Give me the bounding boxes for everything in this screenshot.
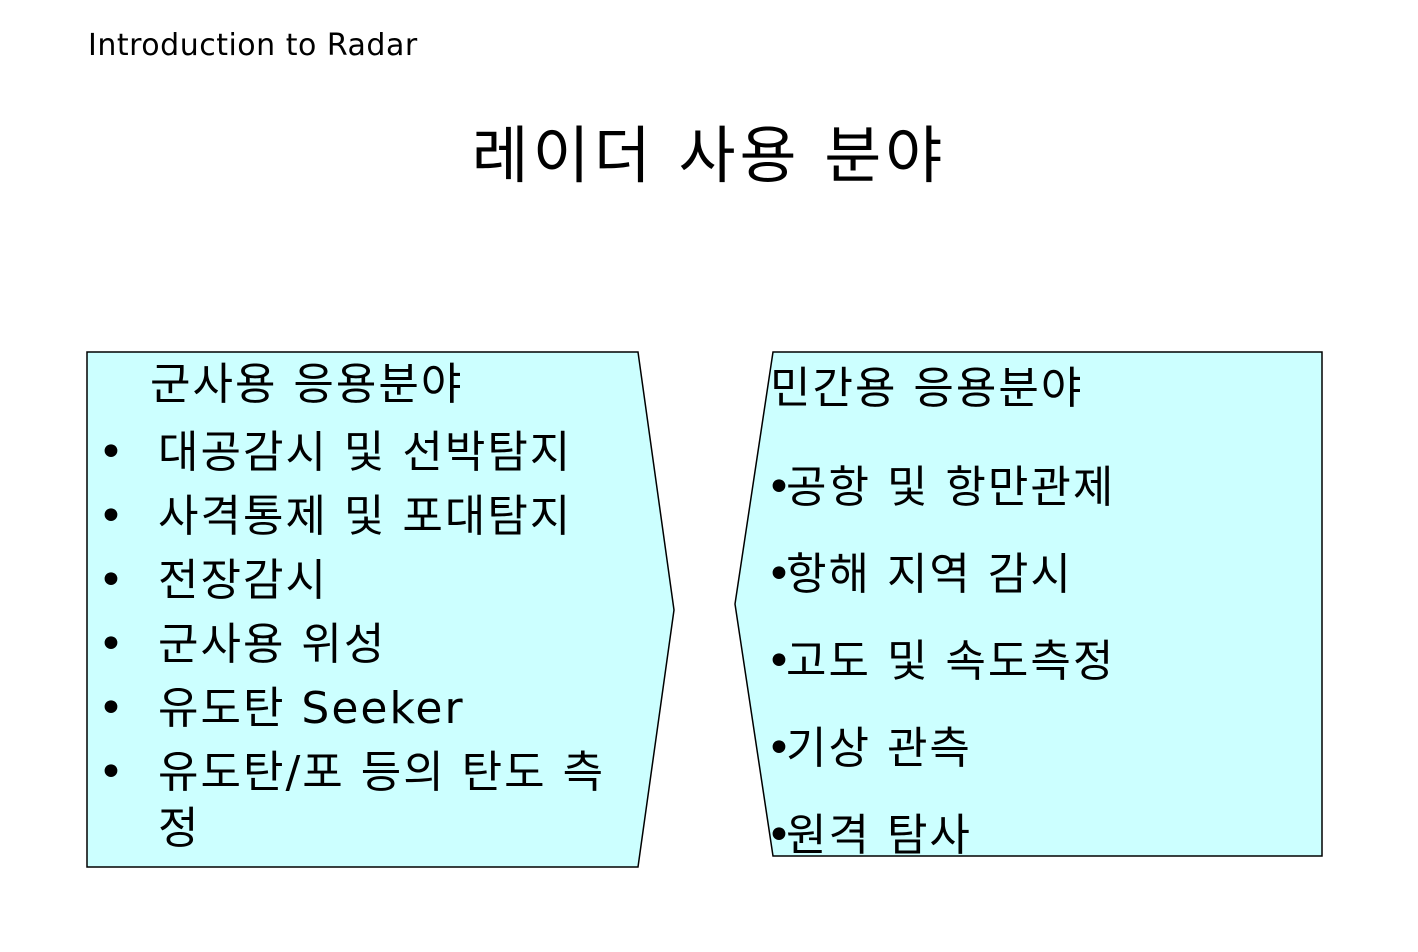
bullet-icon: • [98, 555, 126, 606]
list-item: •항해 지역 감시 [766, 531, 1115, 618]
list-item: • 유도탄 Seeker [98, 677, 638, 741]
list-item: • 사격통제 및 포대탐지 [98, 485, 638, 549]
bullet-icon: • [766, 810, 794, 861]
bullet-icon: • [766, 723, 794, 774]
list-item-label: 전장감시 [158, 555, 328, 606]
left-arrow-box [86, 351, 675, 868]
bullet-icon: • [98, 491, 126, 542]
list-item: •원격 탐사 [766, 792, 1115, 879]
list-item: •고도 및 속도측정 [766, 618, 1115, 705]
slide-title: 레이더 사용 분야 [471, 119, 947, 192]
list-item-label: 공항 및 항만관제 [786, 462, 1116, 513]
military-applications-list: • 대공감시 및 선박탐지 • 사격통제 및 포대탐지 • 전장감시 • 군사용… [98, 421, 638, 857]
list-item: • 군사용 위성 [98, 613, 638, 677]
bullet-icon: • [98, 619, 126, 670]
list-item-label: 항해 지역 감시 [786, 549, 1073, 600]
list-item: •기상 관측 [766, 705, 1115, 792]
bullet-icon: • [98, 427, 126, 478]
list-item-label: 유도탄/포 등의 탄도 측정 [158, 747, 606, 854]
list-item-label: 원격 탐사 [786, 810, 972, 861]
list-item-label: 군사용 위성 [158, 619, 387, 670]
list-item-label: 기상 관측 [786, 723, 972, 774]
list-item: • 전장감시 [98, 549, 638, 613]
civilian-applications-heading: 민간용 응용분야 [770, 363, 1084, 414]
list-item-label: 사격통제 및 포대탐지 [158, 491, 573, 542]
list-item: •공항 및 항만관제 [766, 444, 1115, 531]
list-item: • 대공감시 및 선박탐지 [98, 421, 638, 485]
right-arrow-box [734, 351, 1323, 857]
list-item-label: 고도 및 속도측정 [786, 636, 1116, 687]
military-applications-heading: 군사용 응용분야 [150, 359, 464, 410]
bullet-icon: • [766, 462, 794, 513]
list-item-label: 유도탄 Seeker [158, 683, 465, 734]
list-item-label: 대공감시 및 선박탐지 [158, 427, 573, 478]
bullet-icon: • [98, 683, 126, 734]
bullet-icon: • [98, 747, 126, 798]
bullet-icon: • [766, 636, 794, 687]
slide-header: Introduction to Radar [88, 28, 418, 63]
bullet-icon: • [766, 549, 794, 600]
list-item: • 유도탄/포 등의 탄도 측정 [98, 741, 638, 857]
civilian-applications-list: •공항 및 항만관제 •항해 지역 감시 •고도 및 속도측정 •기상 관측 •… [766, 444, 1115, 879]
